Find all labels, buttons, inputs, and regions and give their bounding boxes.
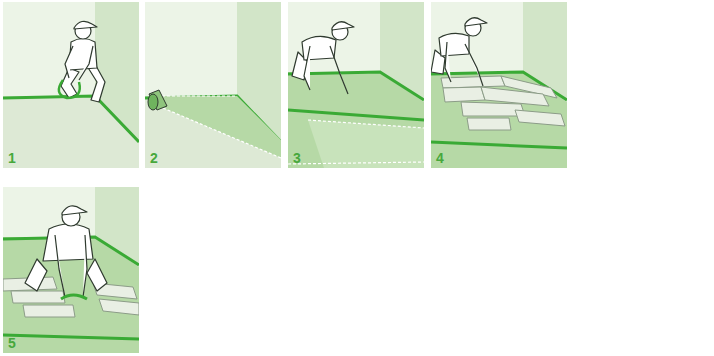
- step-number: 5: [8, 336, 16, 350]
- step-four-scene: [431, 2, 567, 168]
- step-number: 3: [293, 151, 301, 165]
- step-five-scene: [3, 187, 139, 353]
- step-number: 1: [8, 151, 16, 165]
- step-panel: 1: [3, 2, 139, 168]
- step-panel: 3: [288, 2, 424, 168]
- step-panel: 2: [145, 2, 281, 168]
- step-number: 4: [436, 151, 444, 165]
- step-one-scene: [3, 2, 139, 168]
- step-panel: 5: [3, 187, 139, 353]
- step-panel: 4: [431, 2, 567, 168]
- step-two-scene: [145, 2, 281, 168]
- step-three-scene: [288, 2, 424, 168]
- step-number: 2: [150, 151, 158, 165]
